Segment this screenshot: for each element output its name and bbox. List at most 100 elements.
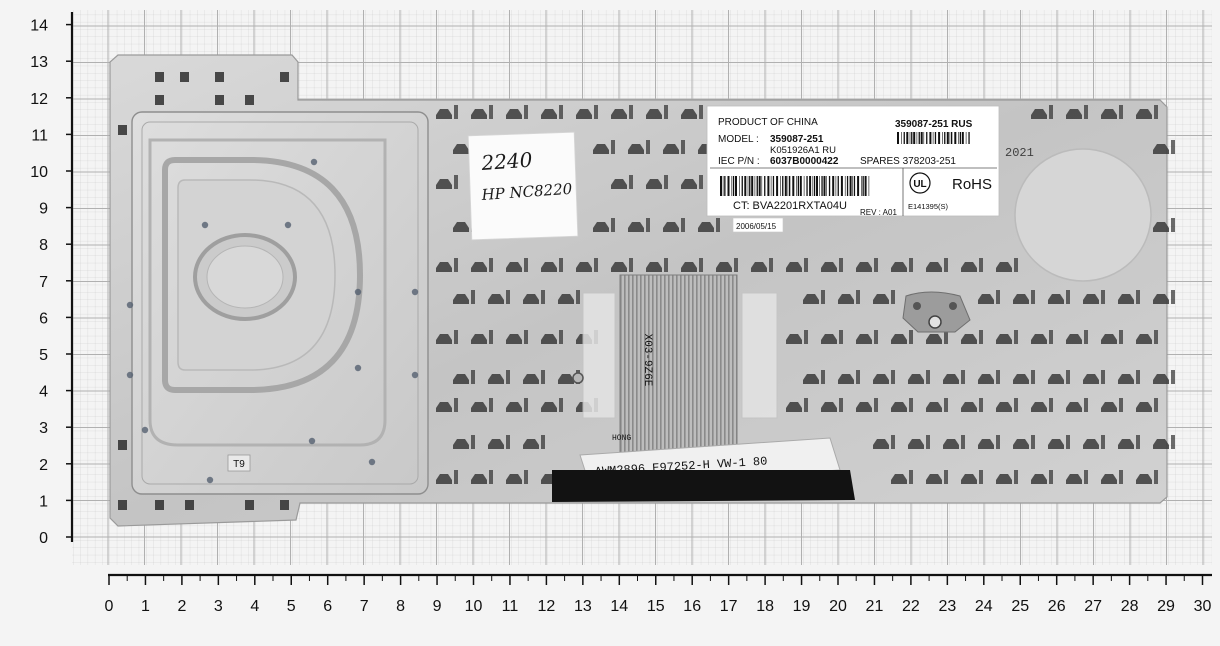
key-clip [663,222,679,232]
key-clip-slot [996,435,1000,449]
key-clip [245,500,254,510]
key-clip [681,262,697,272]
key-clip [856,262,872,272]
x-tick-label: 6 [323,598,332,615]
x-tick-label: 17 [720,598,738,615]
key-clip [611,179,627,189]
barcode-bar [901,132,902,144]
shield-d-rib [162,157,364,393]
key-clip-slot [506,370,510,384]
y-tick-label: 0 [39,530,48,547]
barcode-bar [909,132,911,144]
key-clip [593,144,609,154]
barcode-bar [816,176,818,196]
key-clip-slot [524,330,528,344]
key-clip-slot [454,175,458,189]
barcode-bar [959,132,961,144]
key-clip-slot [1049,398,1053,412]
key-clip-slot [1014,398,1018,412]
screw-hole [126,371,134,379]
label-iec-val: 6037B0000422 [770,156,839,167]
key-clip [1101,109,1117,119]
key-clip-slot [1136,290,1140,304]
key-clip-slot [716,218,720,232]
key-clip [961,334,977,344]
note-line-1: 2240 [480,147,534,175]
key-clip [926,262,942,272]
label-model-key: MODEL : [718,134,759,145]
x-tick-label: 29 [1157,598,1175,615]
x-tick-label: 28 [1121,598,1139,615]
key-clip [541,402,557,412]
barcode-bar [720,176,722,196]
key-clip-slot [541,290,545,304]
barcode-bar [780,176,781,196]
key-clip-slot [1136,370,1140,384]
key-clip [628,222,644,232]
barcode-bar [849,176,852,196]
key-clip-slot [1031,370,1035,384]
key-clip [471,334,487,344]
key-clip [1136,109,1152,119]
barcode-bar [758,176,761,196]
key-clip-slot [506,435,510,449]
key-clip-slot [944,470,948,484]
key-clip [488,439,504,449]
key-clip [891,402,907,412]
key-clip [1118,439,1134,449]
barcode-bar [840,176,843,196]
barcode-bar [797,176,799,196]
x-tick-label: 16 [683,598,701,615]
key-clip [471,474,487,484]
key-clip-slot [1031,290,1035,304]
key-clip [1066,334,1082,344]
key-clip-slot [891,290,895,304]
x-tick-label: 27 [1084,598,1102,615]
ribbon-side-text: X03-9Z6E [641,334,653,387]
key-clip [891,262,907,272]
key-clip [155,95,164,105]
key-clip [1066,474,1082,484]
key-clip-slot [804,258,808,272]
key-clip-slot [1171,370,1175,384]
key-clip-slot [891,370,895,384]
key-clip-slot [1154,470,1158,484]
key-clip [506,402,522,412]
barcode-bar [903,132,905,144]
y-tick-label: 1 [39,493,48,510]
key-clip [1083,439,1099,449]
x-tick-label: 10 [465,598,483,615]
key-clip [280,500,289,510]
ribbon-cable [619,274,738,456]
key-clip-slot [1049,330,1053,344]
key-clip-slot [961,435,965,449]
y-tick-label: 11 [31,127,48,144]
label-spares: SPARES 378203-251 [860,156,956,167]
key-clip-slot [996,370,1000,384]
key-clip-slot [454,105,458,119]
key-clip-slot [471,435,475,449]
key-clip-slot [541,435,545,449]
barcode-bar [813,176,816,196]
barcode-bar [857,176,860,196]
key-clip-slot [1084,398,1088,412]
key-clip [786,262,802,272]
barcode-bar [724,176,726,196]
key-clip-slot [821,290,825,304]
barcode-bar [747,176,749,196]
key-clip [558,294,574,304]
key-clip-slot [471,290,475,304]
key-clip-slot [629,258,633,272]
key-clip [856,334,872,344]
key-clip [786,402,802,412]
key-clip-slot [1101,290,1105,304]
label-rohs: RoHS [952,176,992,193]
key-clip-slot [524,398,528,412]
key-clip [1136,474,1152,484]
key-clip-slot [804,330,808,344]
barcode-bar [837,176,839,196]
key-clip [803,374,819,384]
key-clip [978,294,994,304]
